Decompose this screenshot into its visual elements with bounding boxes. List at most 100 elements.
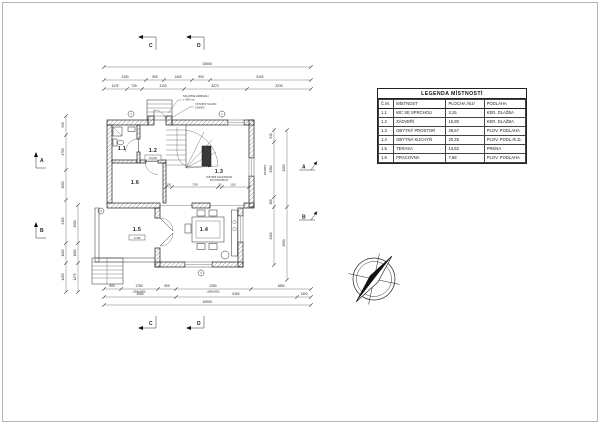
dimension-value: 3270 — [211, 84, 218, 88]
svg-text:C: C — [149, 43, 153, 49]
dimension-value: 900 — [198, 75, 204, 79]
dimension-value: 1750 — [61, 148, 65, 155]
room-label-1-5: 1.5 — [133, 227, 141, 233]
legend-cell: 20,25 — [445, 135, 485, 145]
room-label-1-6: 1.6 — [131, 180, 139, 186]
room-labels: 1.1 1.2 1.3 1.4 1.5 1.6 ±0,000 -0,350 VN… — [118, 146, 232, 241]
dim-right-outer-line — [284, 127, 290, 283]
dimension-value: 1000 — [61, 249, 65, 256]
dimension-value: 1500 — [61, 181, 65, 188]
dimension-value: 1475 — [73, 273, 77, 280]
dimension-value: (1500x900) — [133, 291, 146, 294]
dimension-value: 1175 — [112, 84, 119, 88]
legend-cell: PLOV. PODLAHA — [483, 153, 527, 163]
svg-text:A: A — [302, 165, 306, 171]
svg-text:±0,000: ±0,000 — [149, 156, 157, 160]
dimension-value: 1500/900 — [264, 164, 267, 175]
section-marker-right-a: A — [299, 161, 318, 171]
door-wc — [125, 138, 139, 153]
legend-cell: 1.6 — [377, 153, 395, 163]
dimension-value: 1700 — [192, 184, 198, 187]
legend-title: LEGENDA MÍSTNOSTÍ — [378, 89, 526, 99]
dimension-value: 2250 — [209, 284, 216, 288]
legend-cell: 15,80 — [445, 117, 485, 127]
svg-text:D: D — [197, 43, 201, 49]
exterior-steps — [91, 257, 124, 285]
dimension-value: 1000 — [73, 249, 77, 256]
legend-cell: PRKNA — [483, 144, 527, 154]
room-label-1-4: 1.4 — [200, 227, 208, 233]
dimension-value: 1750 — [135, 284, 142, 288]
dim-interior-line — [163, 184, 252, 190]
window-south — [184, 261, 213, 268]
level-entry: ±0,000 — [144, 154, 162, 161]
dimension-value: 5150 — [232, 292, 239, 296]
legend-cell: 1.4 — [377, 135, 395, 145]
kitchen-furniture — [184, 209, 238, 260]
room-label-1-1: 1.1 — [118, 146, 126, 152]
kitchen-counter — [231, 209, 238, 257]
dimension-value: 1300 — [300, 292, 307, 296]
section-marker-left-a: A — [34, 152, 46, 169]
legend-cell: PLOV. PODLAHA — [483, 126, 527, 136]
dimension-value: 2300 — [269, 165, 273, 172]
dimension-value: 5100 — [256, 75, 263, 79]
entrance-porch — [146, 99, 173, 123]
dimension-value: 725 — [131, 84, 137, 88]
dimension-value: 90 — [219, 184, 222, 187]
room-label-1-3: 1.3 — [215, 169, 223, 175]
annotation-note1-line2: v. 900 mm — [183, 97, 195, 101]
leader-annotations: SKLOPNE ZABRADLI v. 900 mm VSTUPNI SCHOD… — [167, 94, 216, 118]
svg-text:1: 1 — [130, 112, 132, 116]
dimension-value: 1130 — [230, 184, 236, 187]
legend-cell: WC SE SPRCHOU — [393, 108, 447, 118]
svg-text:C: C — [149, 321, 153, 327]
svg-text:-0,350: -0,350 — [133, 236, 141, 240]
legend-cell: OBYTNÁ KUCHYŇ — [393, 135, 447, 145]
legend-cell: OBYTNÝ PROSTOR — [393, 126, 447, 136]
legend-cell: ZÁDVEŘÍ — [393, 117, 447, 127]
exterior-walls — [106, 115, 255, 268]
dimension-value: 2100 — [159, 84, 166, 88]
sink — [220, 250, 230, 260]
legend-column-header: MÍSTNOST — [393, 99, 447, 109]
dim-bottom-row1-line — [101, 286, 314, 292]
compass-north-arrow — [348, 253, 400, 305]
dimension-value: 380 — [269, 199, 273, 205]
dimension-value: 10500 — [202, 62, 212, 66]
door-study — [144, 161, 159, 175]
legend-cell: 13,62 — [445, 144, 485, 154]
window-north — [227, 119, 245, 126]
dimension-value: 1400 — [174, 75, 181, 79]
legend-cell: PLOV. PODL./K.D. — [483, 135, 527, 145]
dimension-value: (1500x600) — [207, 291, 220, 294]
dimension-value: 950 — [61, 122, 65, 128]
svg-text:4: 4 — [100, 209, 102, 213]
legend-column-header: PODLAHA — [483, 99, 527, 109]
level-terrace: -0,350 — [128, 234, 146, 241]
dim-top-row3-line — [101, 86, 314, 92]
terrace-double-door — [159, 217, 174, 247]
dim-left-inner-line — [75, 202, 81, 295]
svg-text:D: D — [197, 321, 201, 327]
dim-top-row2-line — [101, 77, 314, 83]
bathroom-fixtures — [112, 126, 136, 147]
dimension-value: 185 — [167, 184, 172, 187]
legend-cell: KER. DLAŽBA — [483, 108, 527, 118]
legend-column-header: Č.M. — [377, 99, 395, 109]
dimension-value: 3050 — [136, 292, 143, 296]
legend-cell: 7,68 — [445, 153, 485, 163]
section-marker-bottom-c: C — [138, 316, 157, 330]
dimension-value: 2400 — [269, 232, 273, 239]
entry-door — [153, 109, 167, 123]
window-kitchen-east — [237, 215, 244, 243]
section-marker-bottom-d: D — [186, 316, 205, 330]
